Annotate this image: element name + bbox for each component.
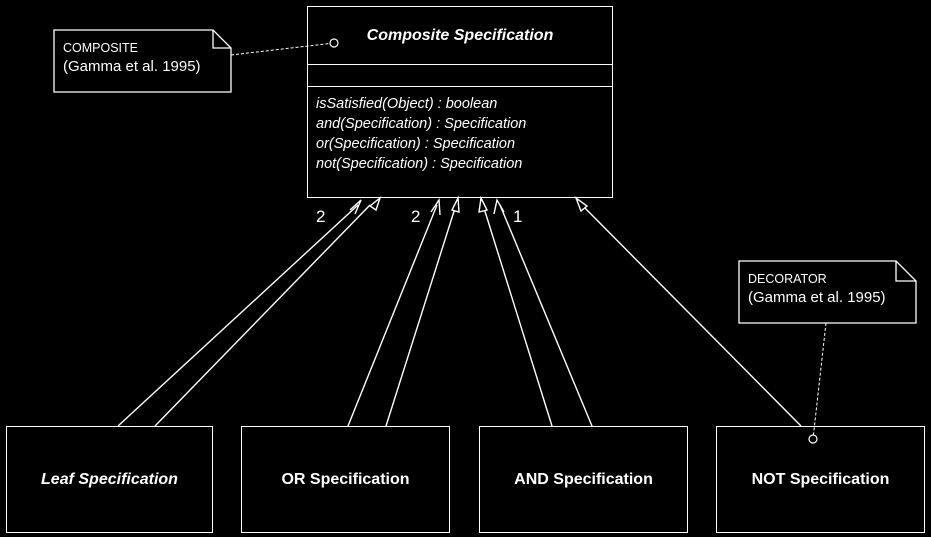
or-multiplicity: 2 (411, 207, 421, 226)
not-specification-name: NOT Specification (751, 470, 890, 488)
leaf-generalization-arrowhead (368, 195, 382, 212)
composite-note-anchor (329, 38, 339, 48)
operation-not: not(Specification) : Specification (316, 156, 523, 172)
operation-and: and(Specification) : Specification (316, 116, 527, 132)
operation-or: or(Specification) : Specification (316, 136, 516, 152)
leaf-multiplicity: 2 (316, 207, 326, 226)
note-shape-icon (53, 29, 232, 93)
leaf-specification-name: Leaf Specification (41, 470, 178, 488)
composite-note-reference: (Gamma et al. 1995) (63, 58, 201, 75)
not-specification-class: NOT Specification (716, 426, 925, 533)
operation-is-satisfied: isSatisfied(Object) : boolean (316, 96, 498, 112)
or-specification-name: OR Specification (281, 470, 410, 488)
decorator-note: DECORATOR (Gamma et al. 1995) (738, 260, 917, 324)
note-shape-icon (738, 260, 917, 324)
or-association-line (347, 204, 438, 427)
leaf-association-line-2 (154, 204, 371, 427)
composite-note-anchor-line (230, 42, 335, 56)
not-generalization-line (581, 204, 802, 427)
operations-list: isSatisfied(Object) : boolean and(Specif… (316, 94, 526, 174)
composite-note-title: COMPOSITE (63, 41, 139, 55)
leaf-association-line-1 (117, 204, 359, 427)
or-specification-class: OR Specification (241, 426, 450, 533)
or-generalization-line (385, 204, 457, 427)
decorator-note-title: DECORATOR (748, 272, 827, 286)
class-divider-top (308, 64, 612, 65)
and-open-arrowhead (493, 198, 505, 215)
decorator-note-anchor (808, 434, 818, 444)
leaf-specification-class: Leaf Specification (6, 426, 213, 533)
class-divider-bottom (308, 86, 612, 87)
or-generalization-arrowhead (450, 195, 460, 213)
and-generalization-line (482, 204, 553, 427)
not-generalization-arrowhead (574, 196, 589, 213)
leaf-open-arrowhead (349, 199, 362, 215)
composite-specification-class: Composite Specification isSatisfied(Obje… (307, 6, 613, 198)
composite-specification-name: Composite Specification (366, 26, 554, 44)
or-open-arrowhead (430, 197, 441, 216)
composite-note: COMPOSITE (Gamma et al. 1995) (53, 29, 232, 93)
and-specification-name: AND Specification (514, 470, 653, 488)
and-generalization-arrowhead (478, 195, 489, 213)
and-association-line (499, 204, 593, 427)
and-specification-class: AND Specification (479, 426, 688, 533)
decorator-note-reference: (Gamma et al. 1995) (748, 289, 886, 306)
and-multiplicity: 1 (513, 207, 523, 226)
decorator-note-anchor-line (812, 322, 827, 440)
